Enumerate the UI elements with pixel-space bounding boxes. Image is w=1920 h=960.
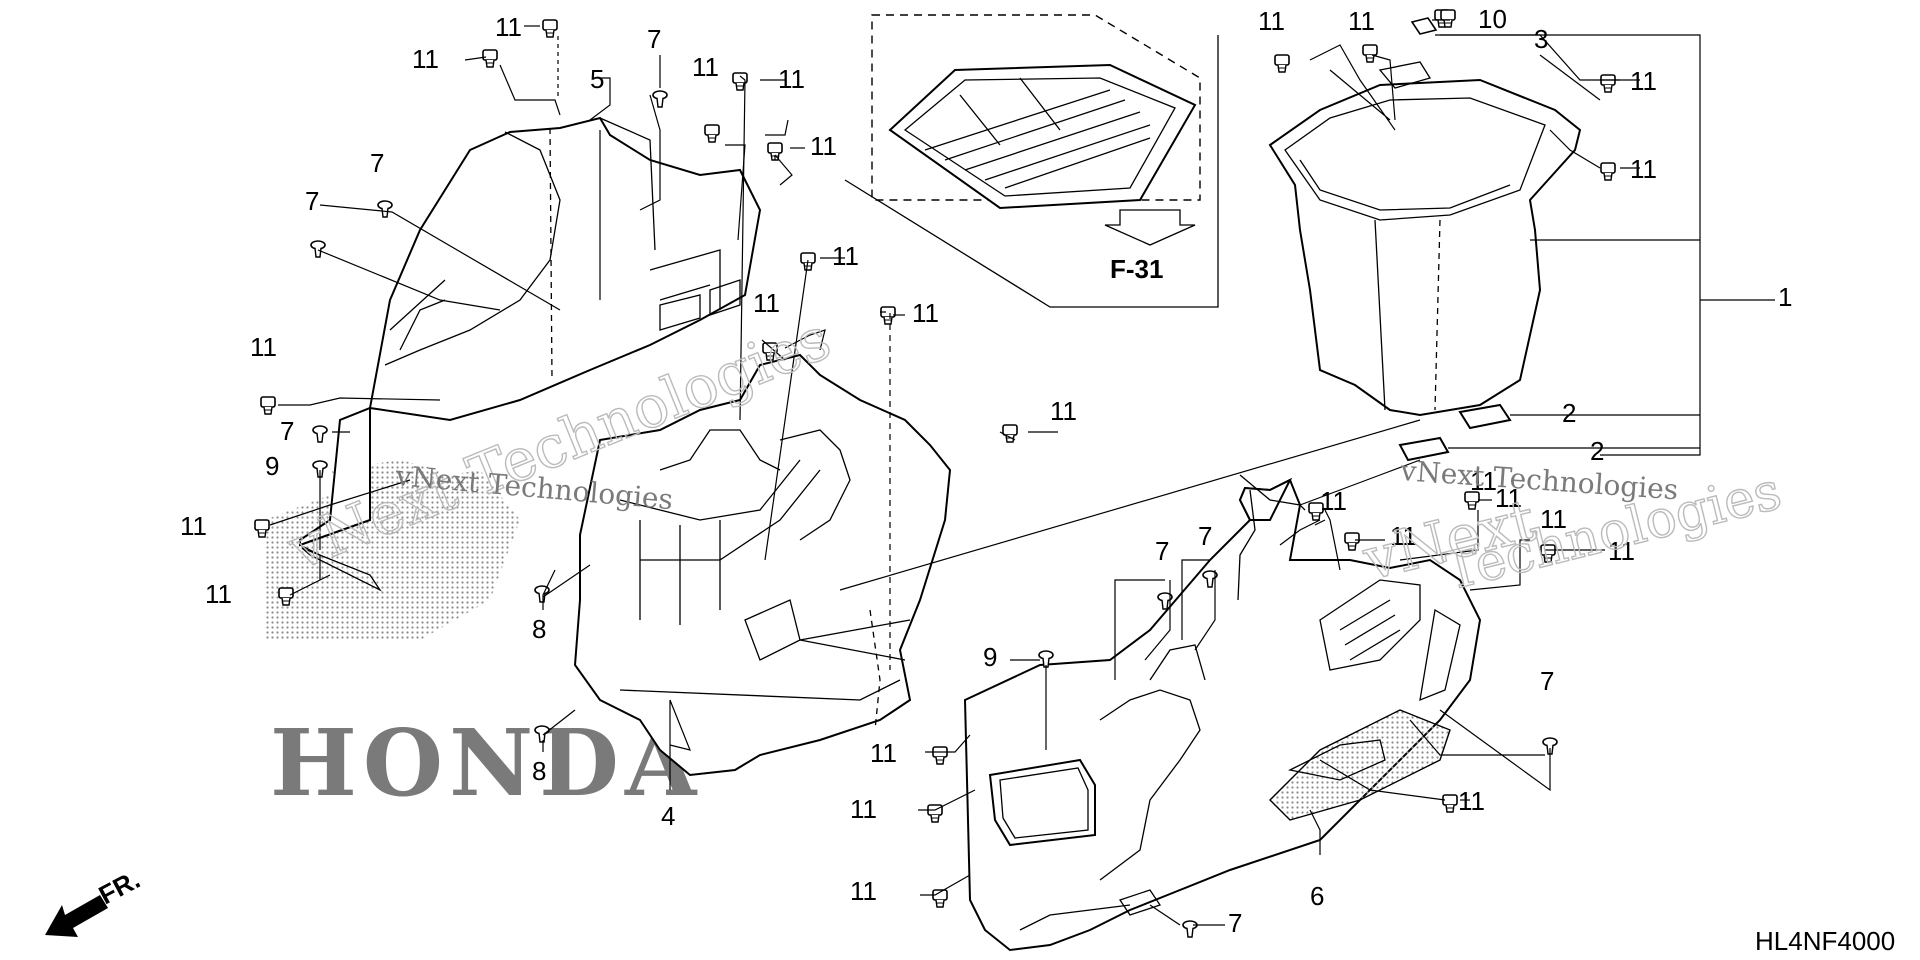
screw-icon [377, 200, 393, 218]
callout-number: 11 [870, 738, 897, 768]
clip-icon [1362, 44, 1378, 63]
clip-icon [880, 306, 896, 325]
callout-number: 11 [1540, 504, 1567, 534]
callout-number: 11 [850, 794, 877, 824]
screw-icon [652, 90, 668, 108]
clip-icon [542, 19, 558, 38]
callout-number: 11 [1050, 396, 1077, 426]
callout-number: 9 [983, 642, 997, 672]
callout-number: 11 [753, 288, 780, 318]
callout-number: 8 [532, 614, 546, 644]
callout-number: 11 [692, 52, 719, 82]
callout-number: 11 [832, 241, 859, 271]
callout-number: 11 [1458, 786, 1485, 816]
callout-number: 11 [1470, 466, 1497, 496]
callout-number: 11 [495, 12, 522, 42]
clip-icon [1274, 54, 1290, 73]
reference-label: F-31 [1110, 254, 1163, 284]
callout-number: 1 [1778, 282, 1792, 312]
screw-icon [312, 425, 328, 443]
callout-number: 4 [661, 801, 675, 831]
clip-icon [1600, 162, 1616, 181]
callout-number: 11 [1630, 66, 1657, 96]
part-4-floor-panel [573, 353, 952, 777]
clip-icon [1600, 74, 1616, 93]
callout-number: 11 [250, 332, 277, 362]
front-direction-arrow: FR. [45, 864, 145, 937]
clip-icon [704, 124, 720, 143]
callout-number: 11 [205, 579, 232, 609]
part-1-storage-box [1268, 61, 1582, 417]
background-logo: HONDA [265, 460, 702, 817]
callout-number: 11 [1348, 6, 1375, 36]
callout-number: 10 [1478, 4, 1507, 34]
callout-number: 7 [305, 186, 319, 216]
callout-number: 8 [532, 756, 546, 786]
callout-number: 7 [370, 148, 384, 178]
callout-number: 3 [1534, 24, 1548, 54]
callout-number: 11 [810, 131, 837, 161]
callout-number: 7 [1198, 521, 1212, 551]
reference-box-f31: F-31 [844, 14, 1219, 308]
diagram-code: HL4NF4000 [1755, 926, 1895, 956]
callout-number: 11 [1608, 536, 1635, 566]
callout-number: 7 [647, 24, 661, 54]
callout-number: 7 [1228, 908, 1242, 938]
part-6-right-inner-cover [963, 474, 1482, 952]
callout-number: 11 [1320, 486, 1347, 516]
callout-number: 2 [1562, 398, 1576, 428]
callout-number: 11 [1630, 154, 1657, 184]
callout-number: 2 [1590, 436, 1604, 466]
callout-number: 11 [778, 64, 805, 94]
screw-icon [1182, 920, 1198, 938]
callout-number: 11 [1495, 483, 1522, 513]
leader-lines [269, 19, 1775, 926]
callout-number: 6 [1310, 881, 1324, 911]
clip-icon [260, 396, 276, 415]
clip-icon [1442, 794, 1458, 813]
clip-icon [932, 746, 948, 765]
callout-number: 7 [1155, 536, 1169, 566]
callout-number: 11 [412, 44, 439, 74]
part-2-pads [1398, 403, 1512, 462]
fasteners [254, 9, 1616, 938]
callout-number: 7 [1540, 666, 1554, 696]
callout-number: 11 [1390, 521, 1417, 551]
bracket-icon [1410, 17, 1438, 35]
clip-icon [482, 49, 498, 68]
callout-number: 9 [265, 451, 279, 481]
callout-number: 11 [1258, 6, 1285, 36]
callout-number: 11 [850, 876, 877, 906]
callout-number: 11 [912, 298, 939, 328]
callout-number: 11 [180, 511, 207, 541]
honda-logo-text: HONDA [270, 709, 702, 817]
callout-number: 5 [590, 64, 604, 94]
callout-numbers: 11 11 7 11 11 5 11 7 7 11 11 11 11 7 9 1… [180, 4, 1792, 938]
part-5-left-inner-cover [299, 116, 762, 592]
clip-icon [1344, 532, 1360, 551]
screw-icon [310, 240, 326, 258]
callout-number: 7 [280, 416, 294, 446]
